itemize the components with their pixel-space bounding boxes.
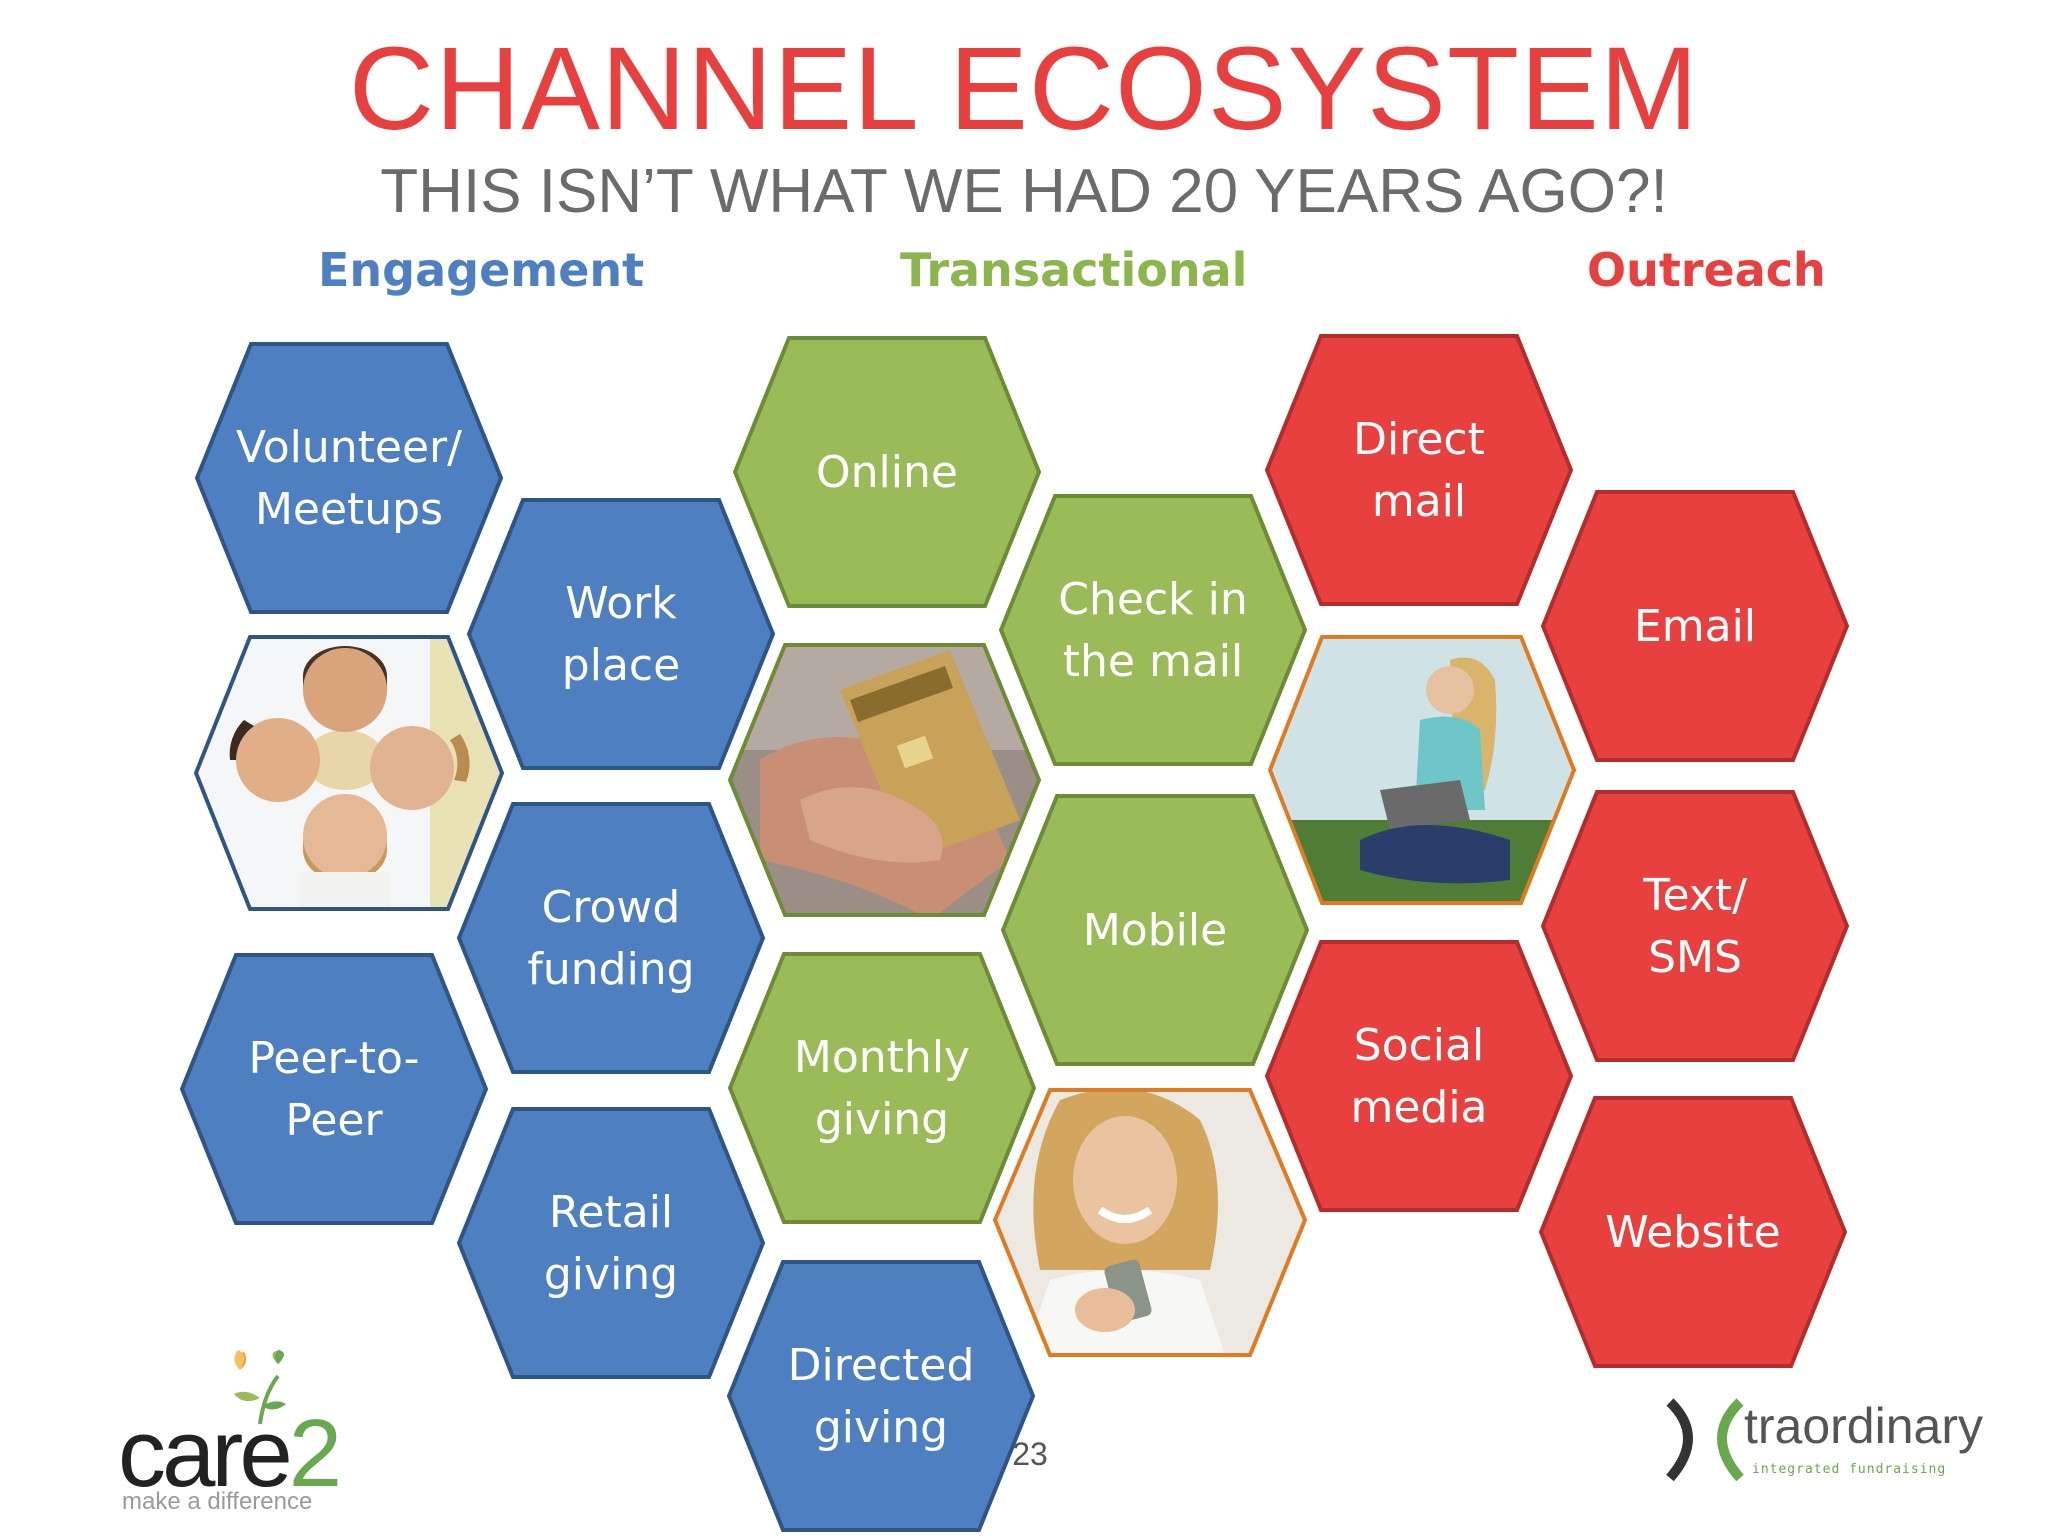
hexagon-shape (1540, 790, 1850, 1062)
hexagon-directed-giving: Directed giving (726, 1260, 1036, 1532)
hexagon-email: Email (1540, 490, 1850, 762)
credit-card-photo-hexagon (727, 643, 1042, 917)
xtraordinary-mark-icon (1666, 1398, 1744, 1482)
hexagon-shape (1540, 490, 1850, 762)
butterfly-icon (234, 1350, 286, 1425)
hexagon-label: giving (544, 1249, 678, 1300)
hexagon-label: Email (1634, 601, 1756, 652)
hexagon-peer-to-peer: Peer-to- Peer (179, 953, 489, 1225)
hexagon-label: Mobile (1083, 905, 1227, 956)
xtraordinary-logo: traordinary integrated fundraising (1660, 1392, 1983, 1502)
group-photo-hexagon (193, 635, 505, 911)
hexagon-shape (194, 342, 504, 614)
hexagon-crowd-funding: Crowd funding (456, 802, 766, 1074)
slide-subtitle: THIS ISN’T WHAT WE HAD 20 YEARS AGO?! (380, 157, 1668, 226)
hexagon-retail-giving: Retail giving (456, 1107, 766, 1379)
hexagon-online: Online (732, 336, 1042, 608)
hexagon-label: Work (565, 578, 677, 629)
slide-title: CHANNEL ECOSYSTEM (348, 23, 1700, 155)
hexagon-label: Volunteer/ (236, 422, 462, 473)
hexagon-text-sms: Text/SMS (1540, 790, 1850, 1062)
phone-photo-hexagon (992, 1088, 1308, 1357)
hexagon-shape (456, 802, 766, 1074)
hexagon-label: Social (1354, 1020, 1484, 1071)
hexagon-social-media: Social media (1264, 940, 1574, 1212)
hexagon-label: Directed (788, 1340, 975, 1391)
hexagon-work-place: Work place (466, 498, 776, 770)
hexagon-shape (1264, 334, 1574, 606)
hexagon-shape (1000, 794, 1310, 1066)
hexagon-label: Retail (549, 1187, 673, 1238)
column-heading-engagement: Engagement (318, 243, 645, 297)
hexagon-label: Monthly (794, 1032, 970, 1083)
hexagon-mobile: Mobile (1000, 794, 1310, 1066)
hexagon-label: Crowd (542, 882, 681, 933)
hexagon-shape (1538, 1096, 1848, 1368)
xtraordinary-wordmark: traordinary (1744, 1398, 1983, 1454)
xtraordinary-tagline: integrated fundraising (1752, 1462, 1947, 1477)
hexagon-label: Meetups (255, 484, 443, 535)
hexagon-shape (466, 498, 776, 770)
hexagon-label: giving (814, 1402, 948, 1453)
hexagon-label: SMS (1648, 932, 1742, 983)
hexagon-label: Peer (285, 1095, 383, 1146)
hexagon-label: Direct (1353, 414, 1485, 465)
column-heading-outreach: Outreach (1587, 243, 1826, 297)
hexagon-shape (1264, 940, 1574, 1212)
hexagon-label: place (562, 640, 680, 691)
hexagon-monthly-giving: Monthly giving (727, 952, 1037, 1224)
hexagon-label: mail (1372, 476, 1466, 527)
hexagon-shape (179, 953, 489, 1225)
laptop-photo-hexagon (1267, 635, 1577, 905)
hexagon-label: Text/ (1642, 870, 1747, 921)
hexagon-label: Check in (1058, 574, 1247, 625)
hexagon-direct-mail: Direct mail (1264, 334, 1574, 606)
care2-wordmark: care2 (118, 1400, 342, 1507)
care2-tagline: make a difference (122, 1488, 313, 1515)
hexagon-check-in-the-mail: Check in the mail (998, 494, 1308, 766)
hexagon-website: Website (1538, 1096, 1848, 1368)
hexagon-shape (456, 1107, 766, 1379)
page-number: 23 (1012, 1436, 1048, 1472)
hexagon-volunteer-meetups: Volunteer/Meetups (194, 342, 504, 614)
hexagon-label: Website (1605, 1207, 1780, 1258)
hexagon-label: the mail (1063, 636, 1243, 687)
hexagon-label: Peer-to- (248, 1033, 419, 1084)
hexagon-shape (726, 1260, 1036, 1532)
hexagon-shape (727, 952, 1037, 1224)
hexagon-shape (732, 336, 1042, 608)
hexagon-label: media (1350, 1082, 1487, 1133)
hexagon-label: giving (815, 1094, 949, 1145)
hexagon-label: Online (816, 447, 958, 498)
hexagon-shape (998, 494, 1308, 766)
column-heading-transactional: Transactional (900, 243, 1248, 297)
hexagon-label: funding (527, 944, 694, 995)
care2-logo: care2 make a difference (110, 1350, 350, 1520)
